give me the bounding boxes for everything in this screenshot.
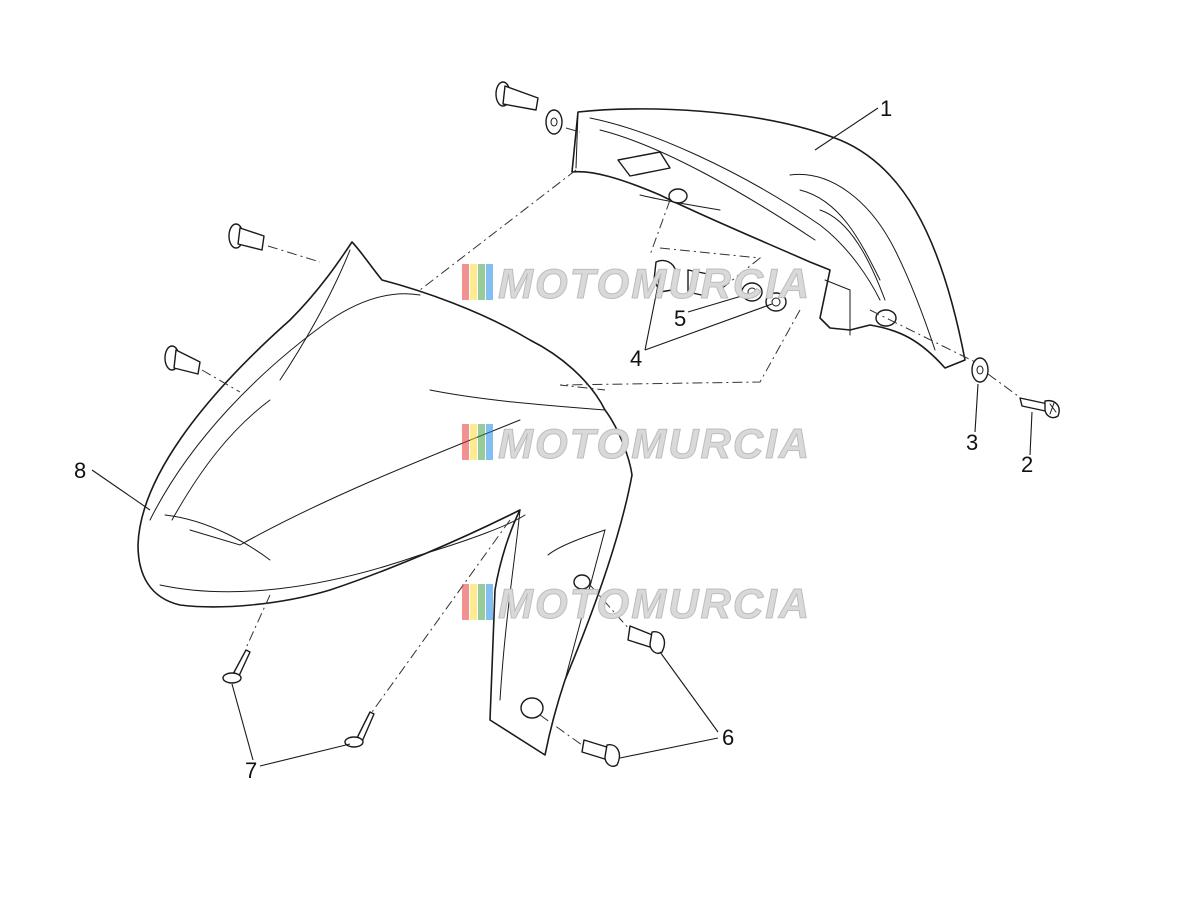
wm-stripe-blue	[486, 264, 493, 300]
wm-stripe-red	[462, 584, 469, 620]
wm-stripe-yellow	[470, 424, 477, 460]
wm-stripe-yellow	[470, 584, 477, 620]
watermark-2: MOTOMURCIA	[462, 420, 811, 468]
rear-fender-part	[571, 108, 966, 369]
watermark-3: MOTOMURCIA	[462, 580, 811, 628]
watermark-text: MOTOMURCIA	[498, 260, 811, 307]
top-bolt	[495, 81, 563, 135]
watermark-text: MOTOMURCIA	[498, 420, 811, 467]
callout-4: 4	[630, 346, 642, 371]
wm-stripe-yellow	[470, 264, 477, 300]
callout-3: 3	[966, 430, 978, 455]
callout-6: 6	[722, 725, 734, 750]
wm-stripe-red	[462, 424, 469, 460]
callout-5: 5	[674, 306, 686, 331]
leader-lines	[91, 107, 1033, 767]
watermark-1: MOTOMURCIA	[462, 260, 811, 308]
wm-stripe-green	[478, 424, 485, 460]
wm-stripe-green	[478, 264, 485, 300]
wm-stripe-red	[462, 264, 469, 300]
wm-stripe-blue	[486, 424, 493, 460]
callout-7: 7	[245, 758, 257, 783]
callout-8: 8	[74, 458, 86, 483]
wm-stripe-green	[478, 584, 485, 620]
callout-numbers: 1 2 3 4 5 6 7 8	[74, 96, 1033, 783]
watermark-text: MOTOMURCIA	[498, 580, 811, 627]
nut-part-5	[741, 282, 763, 302]
callout-2: 2	[1021, 452, 1033, 477]
callout-1: 1	[880, 96, 892, 121]
wm-stripe-blue	[486, 584, 493, 620]
screw-part-7	[222, 649, 375, 748]
screw-part-2	[1019, 397, 1060, 419]
mudguard-rivets	[164, 223, 265, 375]
assembly-lines	[201, 127, 1019, 746]
washer-part-4	[653, 259, 787, 312]
front-mudguard-part	[137, 241, 633, 756]
bolt-part-6	[581, 625, 666, 767]
washer-part-3	[971, 357, 989, 383]
